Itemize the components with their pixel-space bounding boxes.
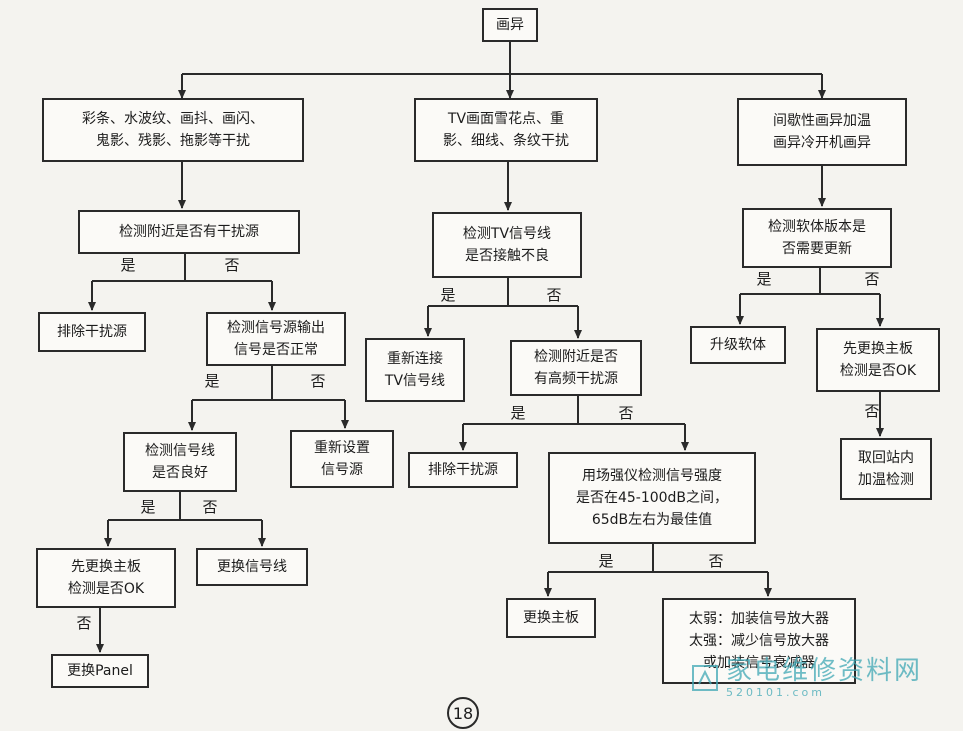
label-no: 否 <box>864 402 880 420</box>
label-yes: 是 <box>598 552 614 570</box>
label-yes: 是 <box>756 270 772 288</box>
label-no: 否 <box>708 552 724 570</box>
node-remove-interference-left: 排除干扰源 <box>38 312 146 352</box>
node-check-signal-cable: 检测信号线 是否良好 <box>123 432 237 492</box>
node-upgrade-software: 升级软体 <box>690 326 786 364</box>
node-replace-signal-cable: 更换信号线 <box>196 548 308 586</box>
node-replace-mainboard-right: 先更换主板 检测是否OK <box>816 328 940 392</box>
page-number: 18 <box>447 697 479 729</box>
node-remove-interference-middle: 排除干扰源 <box>408 452 518 488</box>
watermark-title: 家电维修资料网 <box>726 656 923 686</box>
label-no: 否 <box>618 404 634 422</box>
node-reconnect-tv-cable: 重新连接 TV信号线 <box>365 338 465 402</box>
label-yes: 是 <box>204 372 220 390</box>
node-return-for-heat-test: 取回站内 加温检测 <box>840 438 932 500</box>
node-root: 画异 <box>482 8 538 42</box>
node-symptom-interference: 彩条、水波纹、画抖、画闪、 鬼影、残影、拖影等干扰 <box>42 98 304 162</box>
label-no: 否 <box>864 270 880 288</box>
label-no: 否 <box>546 286 562 304</box>
node-check-hf-interference: 检测附近是否 有高频干扰源 <box>510 340 642 396</box>
node-replace-mainboard-middle: 更换主板 <box>506 598 596 638</box>
watermark-url: 520101.com <box>726 686 825 699</box>
label-no: 否 <box>76 614 92 632</box>
node-check-tv-cable: 检测TV信号线 是否接触不良 <box>432 212 582 278</box>
node-check-nearby-interference: 检测附近是否有干扰源 <box>78 210 300 254</box>
node-adjust-amplifier: 太弱：加装信号放大器 太强：减少信号放大器 或加装信号衰减器 <box>662 598 856 684</box>
node-replace-panel: 更换Panel <box>51 654 149 688</box>
watermark-logo-icon <box>692 664 718 691</box>
label-no: 否 <box>202 498 218 516</box>
node-check-software-version: 检测软体版本是 否需要更新 <box>742 208 892 268</box>
label-no: 否 <box>224 256 240 274</box>
watermark: 家电维修资料网 520101.com <box>690 656 922 699</box>
node-symptom-intermittent: 间歇性画异加温 画异冷开机画异 <box>737 98 907 166</box>
node-reset-signal-source: 重新设置 信号源 <box>290 430 394 488</box>
node-symptom-tv-snow: TV画面雪花点、重 影、细线、条纹干扰 <box>414 98 598 162</box>
label-yes: 是 <box>510 404 526 422</box>
label-yes: 是 <box>120 256 136 274</box>
node-check-signal-source: 检测信号源输出 信号是否正常 <box>206 312 346 366</box>
label-no: 否 <box>310 372 326 390</box>
node-replace-mainboard-left: 先更换主板 检测是否OK <box>36 548 176 608</box>
node-measure-signal-strength: 用场强仪检测信号强度 是否在45-100dB之间， 65dB左右为最佳值 <box>548 452 756 544</box>
label-yes: 是 <box>440 286 456 304</box>
label-yes: 是 <box>140 498 156 516</box>
